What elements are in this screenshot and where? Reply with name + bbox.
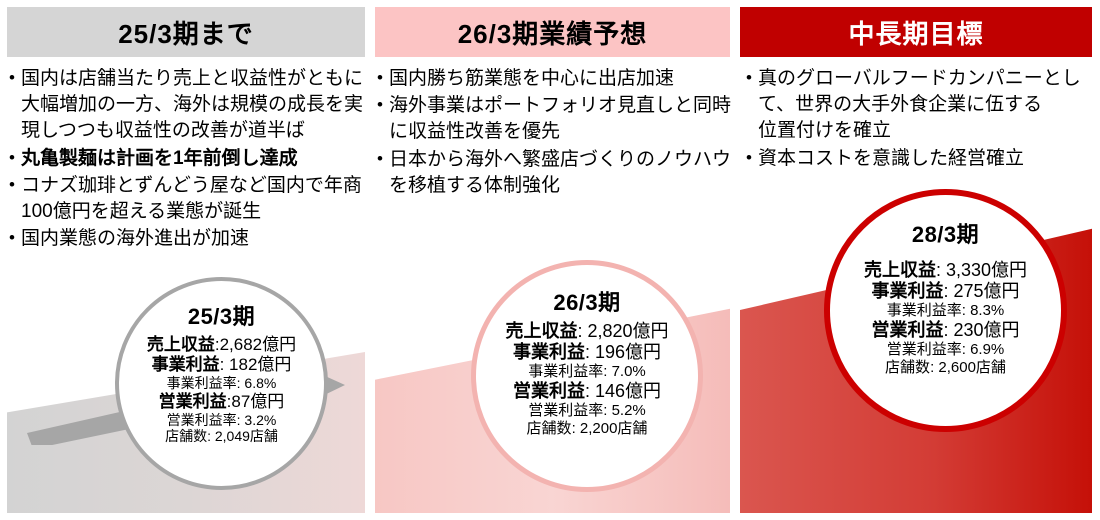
bullet-text: 日本から海外へ繁盛店づくりのノウハウを移植する体制強化 xyxy=(389,148,732,196)
bullet-text: 国内勝ち筋業態を中心に出店加速 xyxy=(389,68,675,89)
kpi-row-business-margin: 事業利益率: 7.0% xyxy=(528,363,646,381)
bullet-text-line2: 世界の大手外食企業に伍する xyxy=(795,94,1043,116)
kpi-row-store-count: 店舗数: 2,200店舗 xyxy=(526,420,648,438)
kpi-row-operating-margin: 営業利益率: 6.9% xyxy=(886,341,1005,359)
bullet-marker-icon: • xyxy=(377,95,383,115)
bullet-marker-icon: • xyxy=(9,147,15,167)
kpi-row-business-profit: 事業利益: 275億円 xyxy=(871,281,1020,302)
bullet-item: • コナズ珈琲とずんどう屋など国内で年商100億円を超える業態が誕生 xyxy=(9,173,363,225)
kpi-row-operating-profit: 営業利益:87億円 xyxy=(158,391,285,411)
column-past-header: 25/3期まで xyxy=(7,7,365,57)
bullet-item: • 海外事業はポートフォリオ見直しと同時に収益性改善を優先 xyxy=(377,93,731,145)
kpi-row-business-profit: 事業利益: 196億円 xyxy=(512,342,662,363)
bullet-item: • 国内業態の海外進出が加速 xyxy=(9,226,363,252)
kpi-circle-longterm: 28/3期 売上収益: 3,330億円 事業利益: 275億円 事業利益率: 8… xyxy=(824,189,1067,432)
kpi-row-revenue: 売上収益:2,682億円 xyxy=(146,335,297,354)
kpi-row-revenue: 売上収益: 3,330億円 xyxy=(863,260,1028,280)
bullet-text-line3: 位置付けを確立 xyxy=(758,120,892,142)
kpi-row-business-margin: 事業利益率: 8.3% xyxy=(886,302,1005,320)
bullet-marker-icon: • xyxy=(377,148,383,168)
bullet-marker-icon: • xyxy=(746,68,752,87)
column-longterm: 中長期目標 • 真のグローバルフードカンパニーとして、世界の大手外食企業に伍する… xyxy=(740,0,1092,520)
bullet-item: • 国内勝ち筋業態を中心に出店加速 xyxy=(377,66,731,92)
kpi-row-revenue: 売上収益: 2,820億円 xyxy=(505,321,669,341)
kpi-row-operating-margin: 営業利益率: 3.2% xyxy=(166,411,277,428)
kpi-circle-forecast: 26/3期 売上収益: 2,820億円 事業利益: 196億円 事業利益率: 7… xyxy=(471,260,703,492)
bullet-text: 国内業態の海外進出が加速 xyxy=(21,228,250,250)
bullet-text: 資本コストを意識した経営確立 xyxy=(758,147,1025,169)
bullet-text: コナズ珈琲とずんどう屋など国内で年商100億円を超える業態が誕生 xyxy=(21,174,362,223)
bullet-text-emphasis: 真のグローバルフードカンパニーとして、 xyxy=(758,68,1081,116)
bullet-text: 丸亀製麺は計画を1年前倒し達成 xyxy=(21,147,298,169)
kpi-row-store-count: 店舗数: 2,600店舗 xyxy=(885,359,1006,377)
column-forecast: 26/3期業績予想 • 国内勝ち筋業態を中心に出店加速 • 海外事業はポートフォ… xyxy=(375,0,731,520)
bullet-item: • 真のグローバルフードカンパニーとして、世界の大手外食企業に伍する位置付けを確… xyxy=(746,66,1094,145)
kpi-period-label: 26/3期 xyxy=(553,290,621,315)
column-longterm-bullets: • 真のグローバルフードカンパニーとして、世界の大手外食企業に伍する位置付けを確… xyxy=(746,66,1094,173)
bullet-marker-icon: • xyxy=(9,228,15,248)
bullet-item: • 資本コストを意識した経営確立 xyxy=(746,146,1094,172)
bullet-marker-icon: • xyxy=(746,147,752,167)
column-longterm-header: 中長期目標 xyxy=(740,7,1092,57)
kpi-row-store-count: 店舗数: 2,049店舗 xyxy=(165,428,278,445)
bullet-text: 真のグローバルフードカンパニーとして、世界の大手外食企業に伍する位置付けを確立 xyxy=(758,66,1094,145)
kpi-circle-past: 25/3期 売上収益:2,682億円 事業利益: 182億円 事業利益率: 6.… xyxy=(115,277,328,490)
bullet-marker-icon: • xyxy=(9,174,15,194)
kpi-period-label: 25/3期 xyxy=(187,304,256,329)
kpi-row-business-margin: 事業利益率: 6.8% xyxy=(166,375,277,392)
kpi-row-business-profit: 事業利益: 182億円 xyxy=(151,355,292,375)
bullet-text: 海外事業はポートフォリオ見直しと同時に収益性改善を優先 xyxy=(389,95,732,143)
column-past: 25/3期まで • 国内は店舗当たり売上と収益性がともに大幅増加の一方、海外は規… xyxy=(7,0,365,520)
bullet-marker-icon: • xyxy=(377,68,383,87)
bullet-item: • 日本から海外へ繁盛店づくりのノウハウを移植する体制強化 xyxy=(377,147,731,199)
bullet-marker-icon: • xyxy=(9,68,15,87)
kpi-row-operating-margin: 営業利益率: 5.2% xyxy=(528,402,646,420)
bullet-item: • 丸亀製麺は計画を1年前倒し達成 xyxy=(9,146,363,172)
bullet-item: • 国内は店舗当たり売上と収益性がともに大幅増加の一方、海外は規模の成長を実現し… xyxy=(9,66,363,145)
column-forecast-bullets: • 国内勝ち筋業態を中心に出店加速 • 海外事業はポートフォリオ見直しと同時に収… xyxy=(377,66,731,200)
kpi-period-label: 28/3期 xyxy=(911,222,980,247)
bullet-text: 国内は店舗当たり売上と収益性がともに大幅増加の一方、海外は規模の成長を実現しつつ… xyxy=(21,68,364,142)
column-forecast-header: 26/3期業績予想 xyxy=(375,7,730,57)
kpi-row-operating-profit: 営業利益: 230億円 xyxy=(871,320,1020,341)
column-past-bullets: • 国内は店舗当たり売上と収益性がともに大幅増加の一方、海外は規模の成長を実現し… xyxy=(9,66,363,254)
kpi-row-operating-profit: 営業利益: 146億円 xyxy=(512,381,662,402)
